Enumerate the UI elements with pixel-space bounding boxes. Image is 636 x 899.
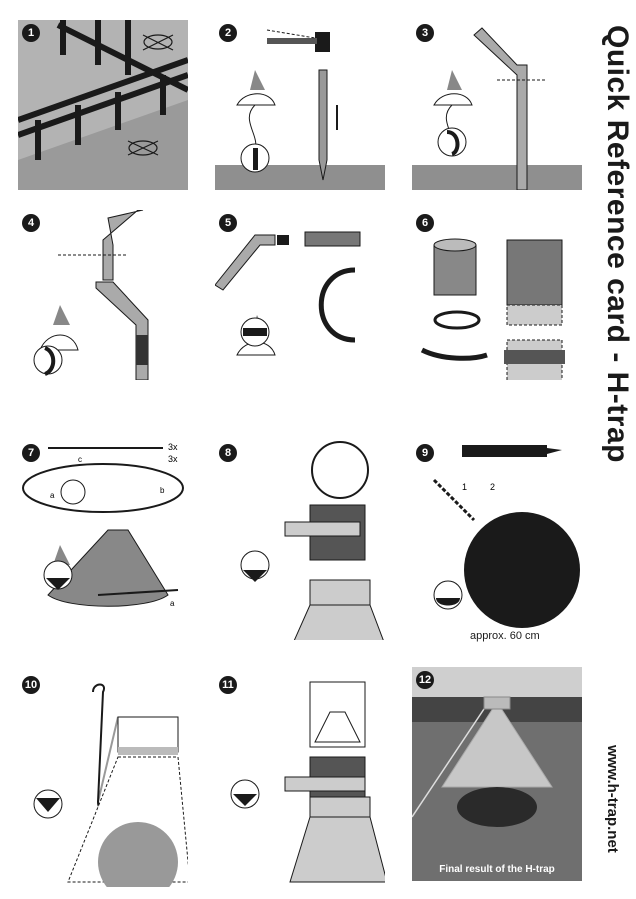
step-10-illustration [33,683,188,887]
step-6-panel: 6 [412,210,582,380]
step-2-panel: 2 [215,20,385,190]
step-11-number: 11 [219,676,237,694]
step-7-panel: 7 3x 3x a b c a [18,440,188,610]
step-9-illustration: 1 2 [432,445,580,628]
step-10-number: 10 [22,676,40,694]
step-12-photo [412,667,582,881]
step-7-label: 3x [168,454,178,464]
step-11-panel: 11 [215,672,385,883]
step-5-illustration [215,231,361,356]
step-9-number: 9 [416,444,434,462]
step-2-illustration [215,29,385,190]
step-3-illustration [412,27,582,190]
step-7-number: 7 [22,444,40,462]
step-3-number: 3 [416,24,434,42]
step-4-panel: 4 [18,210,188,380]
website-url: www.h-trap.net [604,745,621,853]
step-7-label: a [170,599,175,608]
trap-diameter-measure: approx. 60 cm [470,630,540,642]
step-1-number: 1 [22,24,40,42]
step-3-panel: 3 [412,20,582,190]
step-7-label: 3x [168,442,178,452]
step-8-illustration [240,441,384,640]
step-1-panel: 1 [18,20,188,190]
step-9-circled-2: 2 [490,482,495,492]
step-6-number: 6 [416,214,434,232]
step-1-illustration [18,20,188,190]
step-8-number: 8 [219,444,237,462]
step-4-number: 4 [22,214,40,232]
step-6-illustration [420,238,565,380]
step-5-number: 5 [219,214,237,232]
step-12-number: 12 [416,671,434,689]
step-9-circled-1: 1 [462,482,467,492]
step-5-panel: 5 [215,210,385,380]
step-2-number: 2 [219,24,237,42]
step-7-label: b [160,486,165,495]
step-11-illustration [230,681,385,883]
step-7-illustration: 3x 3x a b c a [22,442,184,608]
step-4-illustration [33,210,149,380]
step-10-panel: 10 [18,672,188,887]
step-8-panel: 8 [215,440,385,640]
step-7-label: a [50,491,55,500]
photo-caption: Final result of the H-trap [439,864,555,875]
card-title: Quick Reference card - H-trap [601,25,634,463]
step-9-panel: 9 1 2 [412,440,582,628]
step-12-panel: 12 Final result of the H-trap [412,667,582,881]
step-7-label: c [78,455,82,464]
